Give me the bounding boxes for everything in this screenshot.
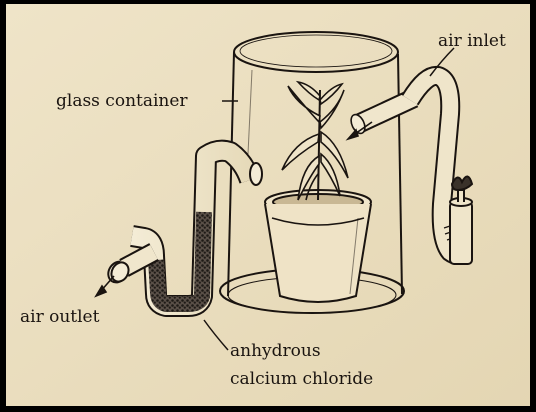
plant-pot <box>265 190 371 302</box>
label-air-inlet: air inlet <box>438 31 506 51</box>
label-air-outlet: air outlet <box>20 307 100 327</box>
diagram-canvas: glass container air inlet air outlet anh… <box>6 4 530 406</box>
label-glass-container: glass container <box>56 91 188 111</box>
label-chloride-line1: anhydrous <box>230 341 321 361</box>
label-chloride-line2: calcium chloride <box>230 369 373 389</box>
